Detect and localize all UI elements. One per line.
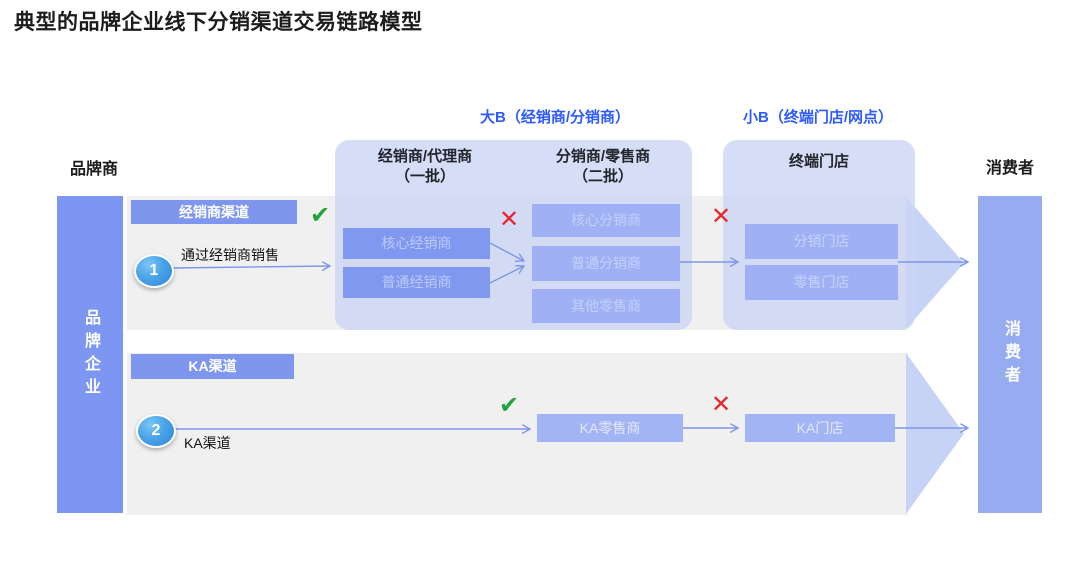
consumer-bar: 消费者 xyxy=(978,196,1042,513)
column-header-consumer: 消费者 xyxy=(985,160,1034,177)
flow-chevron-row2 xyxy=(906,353,964,514)
box-ka-retailer: KA零售商 xyxy=(537,414,683,442)
page-title: 典型的品牌企业线下分销渠道交易链路模型 xyxy=(14,11,423,34)
badge-distributor-channel: 经销商渠道 xyxy=(131,200,297,224)
box-distribution-store: 分销门店 xyxy=(745,224,898,259)
brand-enterprise-bar: 品牌企业 xyxy=(57,196,123,513)
box-retail-store: 零售门店 xyxy=(745,265,898,300)
box-core-reseller: 核心分销商 xyxy=(532,204,680,237)
column-header-brand: 品牌商 xyxy=(69,161,118,178)
note-sell-via-distributor: 通过经销商销售 xyxy=(181,247,279,263)
cross-icon: ✕ xyxy=(710,203,732,230)
step-number-1: 1 xyxy=(134,254,174,288)
panel-header-tier1: 经销商/代理商 （一批） xyxy=(377,148,473,185)
box-ordinary-distributor: 普通经销商 xyxy=(343,267,490,298)
check-icon: ✔ xyxy=(498,392,520,419)
panel-header-terminal: 终端门店 xyxy=(788,153,849,170)
cross-icon: ✕ xyxy=(710,391,732,418)
box-ka-store: KA门店 xyxy=(745,414,895,442)
brand-enterprise-label: 品牌企业 xyxy=(82,308,99,401)
box-core-distributor: 核心经销商 xyxy=(343,228,490,259)
check-icon: ✔ xyxy=(309,202,331,229)
note-ka-channel: KA渠道 xyxy=(184,435,231,451)
cross-icon: ✕ xyxy=(498,206,520,233)
consumer-bar-label: 消费者 xyxy=(1002,320,1019,389)
box-ordinary-reseller: 普通分销商 xyxy=(532,246,680,281)
step-number-2: 2 xyxy=(136,414,176,448)
badge-ka-channel: KA渠道 xyxy=(131,354,294,379)
panel-header-tier2: 分销商/零售商 （二批） xyxy=(555,148,651,185)
group-label-small-b: 小B（终端门店/网点） xyxy=(742,109,893,126)
box-other-retailer: 其他零售商 xyxy=(532,289,680,323)
group-label-big-b: 大B（经销商/分销商） xyxy=(479,109,630,126)
